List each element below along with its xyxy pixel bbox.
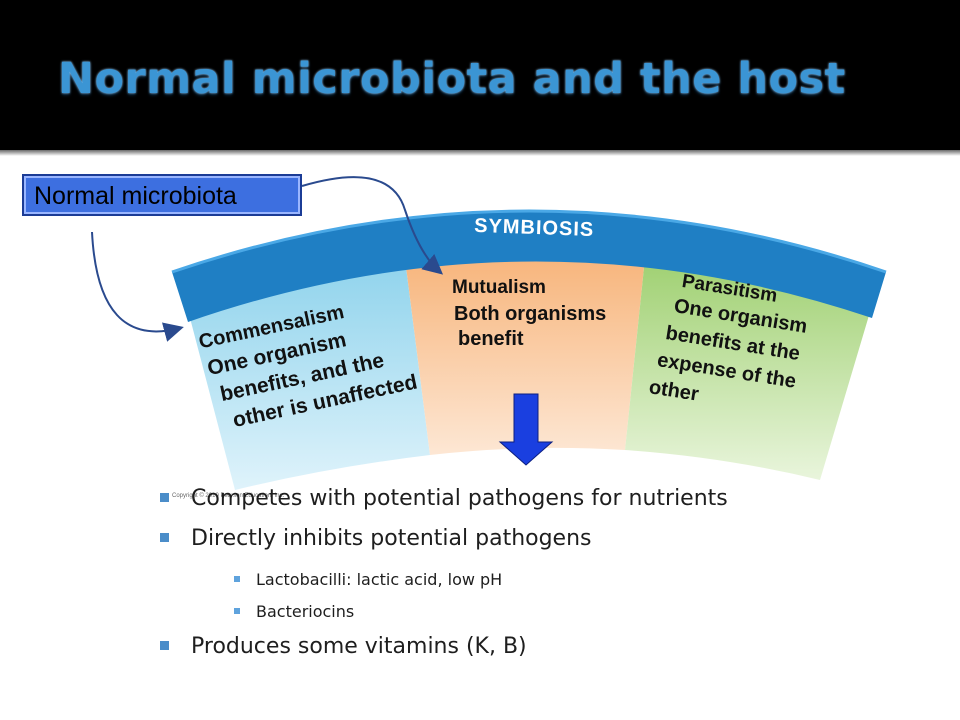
bullet-text: Competes with potential pathogens for nu… — [191, 486, 728, 511]
title-divider — [0, 150, 960, 156]
symbiosis-header: SYMBIOSIS — [474, 215, 595, 241]
sub-bullet-item: Bacteriocins — [234, 602, 354, 621]
slide-title: Normal microbiota and the host — [58, 54, 846, 104]
bullet-item: Competes with potential pathogens for nu… — [160, 486, 728, 511]
bullet-marker — [160, 640, 169, 650]
figure-copyright: Copyright © 2010 Pearson Education, Inc. — [172, 492, 284, 499]
symbiosis-arc-band — [172, 211, 886, 322]
bullet-text: Produces some vitamins (K, B) — [191, 634, 527, 659]
bullet-marker — [160, 532, 169, 542]
arrow-to-mutualism — [301, 176, 444, 275]
arrow-to-commensalism — [91, 231, 184, 342]
sub-bullet-text: Bacteriocins — [256, 602, 355, 621]
mutualism-line-1: Both organisms — [454, 303, 606, 325]
mutualism-heading: Mutualism — [452, 277, 546, 298]
sub-bullet-text: Lactobacilli: lactic acid, low pH — [256, 570, 503, 589]
title-bar: Normal microbiota and the host — [0, 0, 960, 156]
bullet-marker — [160, 492, 169, 502]
bullet-item: Produces some vitamins (K, B) — [160, 634, 527, 659]
commensalism-panel — [190, 259, 430, 490]
mutualism-line-2: benefit — [458, 328, 524, 350]
sub-bullet-marker — [234, 575, 240, 582]
sub-bullet-marker — [234, 607, 240, 614]
callout-label: Normal microbiota — [34, 182, 237, 210]
normal-microbiota-callout: Normal microbiota — [22, 174, 302, 216]
sub-bullet-item: Lactobacilli: lactic acid, low pH — [234, 570, 502, 589]
mutualism-panel — [405, 253, 645, 455]
bullet-item: Directly inhibits potential pathogens — [160, 526, 592, 551]
bullet-text: Directly inhibits potential pathogens — [191, 526, 592, 551]
parasitism-panel — [625, 258, 870, 480]
down-arrow-icon — [498, 393, 554, 466]
